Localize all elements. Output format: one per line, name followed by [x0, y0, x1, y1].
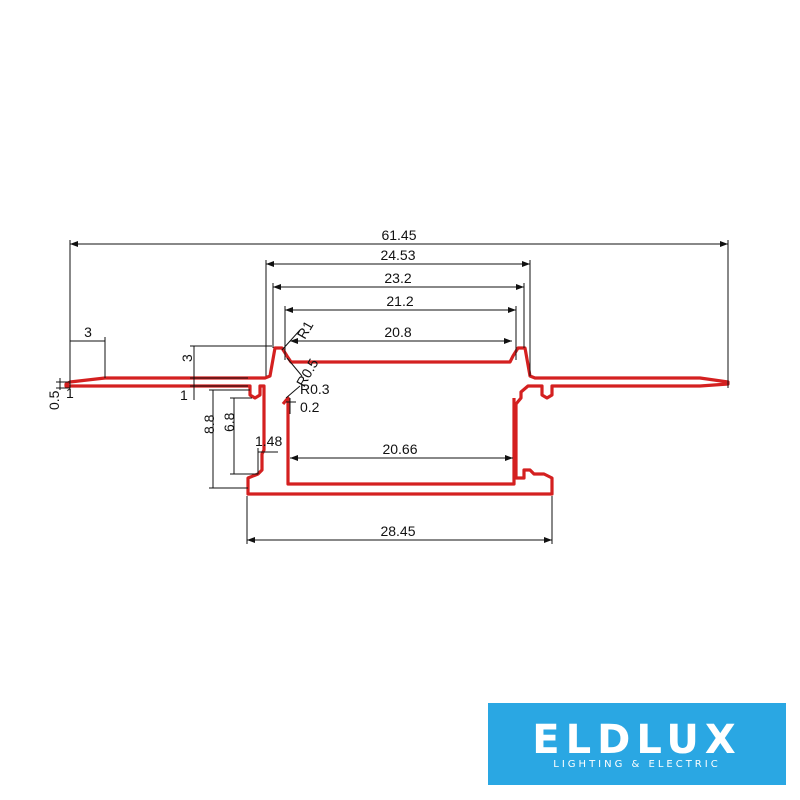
svg-text:20.8: 20.8: [384, 324, 411, 340]
svg-text:8.8: 8.8: [201, 414, 217, 434]
dim-inner-bottom-width: 20.66: [290, 441, 513, 461]
dim-inner-mid-width: 21.2: [284, 293, 517, 360]
svg-text:21.2: 21.2: [386, 293, 413, 309]
logo-brand: ELDLUX: [532, 717, 742, 763]
dim-inner-top-width: 23.2: [272, 270, 525, 348]
profile-outline: [64, 346, 730, 496]
dim-radius-r03: R0.3: [285, 381, 330, 399]
dim-outer-top-width: 24.53: [265, 247, 531, 376]
dim-slot-width: 1.48: [255, 433, 282, 474]
dim-label-overall: 61.45: [381, 227, 416, 243]
dim-inner-width: 20.8: [290, 324, 512, 344]
svg-text:1: 1: [180, 387, 188, 403]
svg-text:24.53: 24.53: [380, 247, 415, 263]
svg-text:0.5: 0.5: [46, 390, 62, 410]
dim-total-height: 8.8: [201, 389, 250, 489]
dim-left-thickness: 0.5 1: [46, 378, 74, 410]
svg-text:1: 1: [66, 385, 74, 401]
eldlux-logo: ELDLUX LIGHTING & ELECTRIC: [488, 703, 786, 785]
svg-text:R1: R1: [294, 318, 317, 342]
dim-flange-tip: 3: [70, 324, 106, 378]
svg-text:6.8: 6.8: [221, 412, 237, 432]
svg-text:3: 3: [179, 354, 195, 362]
dim-overall-width: 61.45: [69, 227, 729, 388]
dim-radius-r1: R1: [281, 318, 317, 351]
svg-text:3: 3: [84, 324, 92, 340]
svg-text:28.45: 28.45: [380, 523, 415, 539]
dim-step-height: 3 1: [179, 345, 272, 403]
logo-tagline: LIGHTING & ELECTRIC: [553, 759, 721, 770]
svg-text:20.66: 20.66: [382, 441, 417, 457]
svg-text:1.48: 1.48: [255, 433, 282, 449]
svg-text:R0.3: R0.3: [300, 381, 330, 397]
profile-inner: [281, 396, 516, 486]
dim-base-width: 28.45: [246, 496, 553, 544]
dim-gap: 0.2: [286, 398, 320, 415]
svg-text:0.2: 0.2: [300, 399, 320, 415]
dim-inner-height: 6.8: [221, 397, 258, 475]
svg-text:23.2: 23.2: [384, 270, 411, 286]
